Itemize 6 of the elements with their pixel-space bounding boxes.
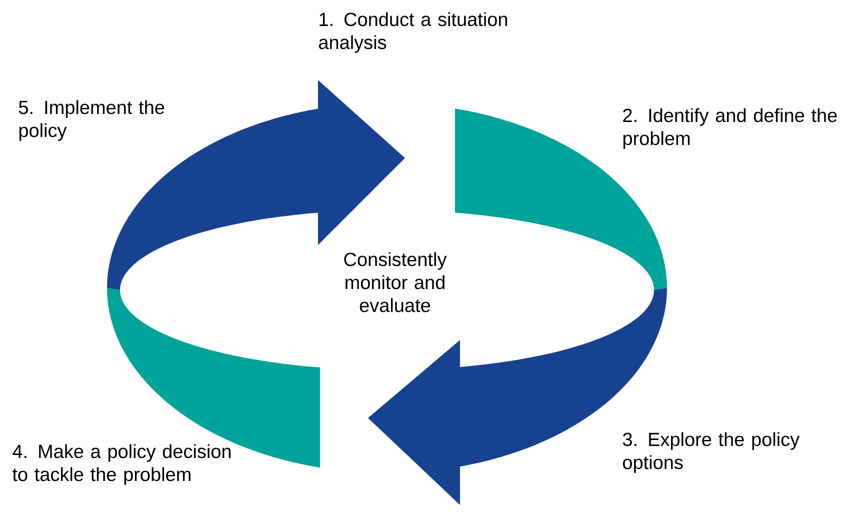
- step-label: 5. Implement the policy: [18, 100, 164, 141]
- step-label: 4. Make a policy decision to tackle the problem: [12, 444, 231, 485]
- step-label: Consistently monitor and evaluate: [344, 252, 447, 312]
- step-label: 1. Conduct a situation analysis: [319, 12, 508, 53]
- step-label: 2. Identify and define the problem: [623, 108, 837, 149]
- step-label: 3. Explore the policy options: [622, 432, 800, 473]
